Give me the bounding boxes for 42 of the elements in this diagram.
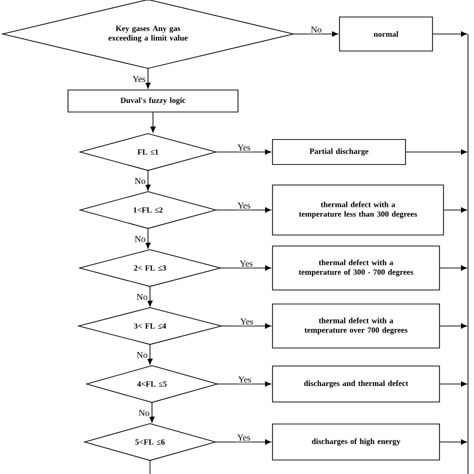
process-box: thermal defect with a temperature over 700 degrees [272,304,440,348]
arrow [293,31,338,37]
arrow [220,265,272,271]
edge-label: Yes [132,75,147,83]
process-box: normal [339,16,433,52]
arrow [147,286,153,307]
edge-label: No [138,409,151,417]
edge-label: No [134,177,147,185]
process-box: thermal defect with a temperature less than 300 degrees [272,184,444,236]
arrow [216,149,272,155]
edge-label: No [136,293,149,301]
arrow [440,323,467,329]
arrow [217,381,272,387]
arrow [440,265,467,271]
process-box: discharges of high energy [272,424,440,460]
process-box: Duval's fuzzy logic [68,90,238,112]
arrow [444,207,467,213]
edge-label: Yes [236,144,252,152]
arrow [145,170,151,191]
arrow [147,344,153,365]
arrow [150,112,156,133]
arrow [149,402,155,423]
process-box: discharges and thermal defect [272,366,440,402]
edge-label: Yes [236,202,252,210]
process-box: Partial discharge [272,139,406,165]
process-box: thermal defect with a temperature of 300 - 700 degrees [272,246,440,290]
arrow [432,31,467,37]
edge-label: Yes [238,260,254,268]
edge-label: No [310,26,323,34]
arrow [145,68,151,89]
arrow [406,149,467,155]
edge-label: No [134,235,147,243]
arrow [216,207,272,213]
edge-label: Yes [236,434,252,442]
arrow [440,381,467,387]
arrow [215,439,272,445]
edge-label: Yes [239,318,254,326]
arrow [440,439,467,445]
arrow [145,228,151,249]
edge-label: Yes [237,376,252,384]
edge-label: No [136,351,149,359]
arrow [221,323,272,329]
